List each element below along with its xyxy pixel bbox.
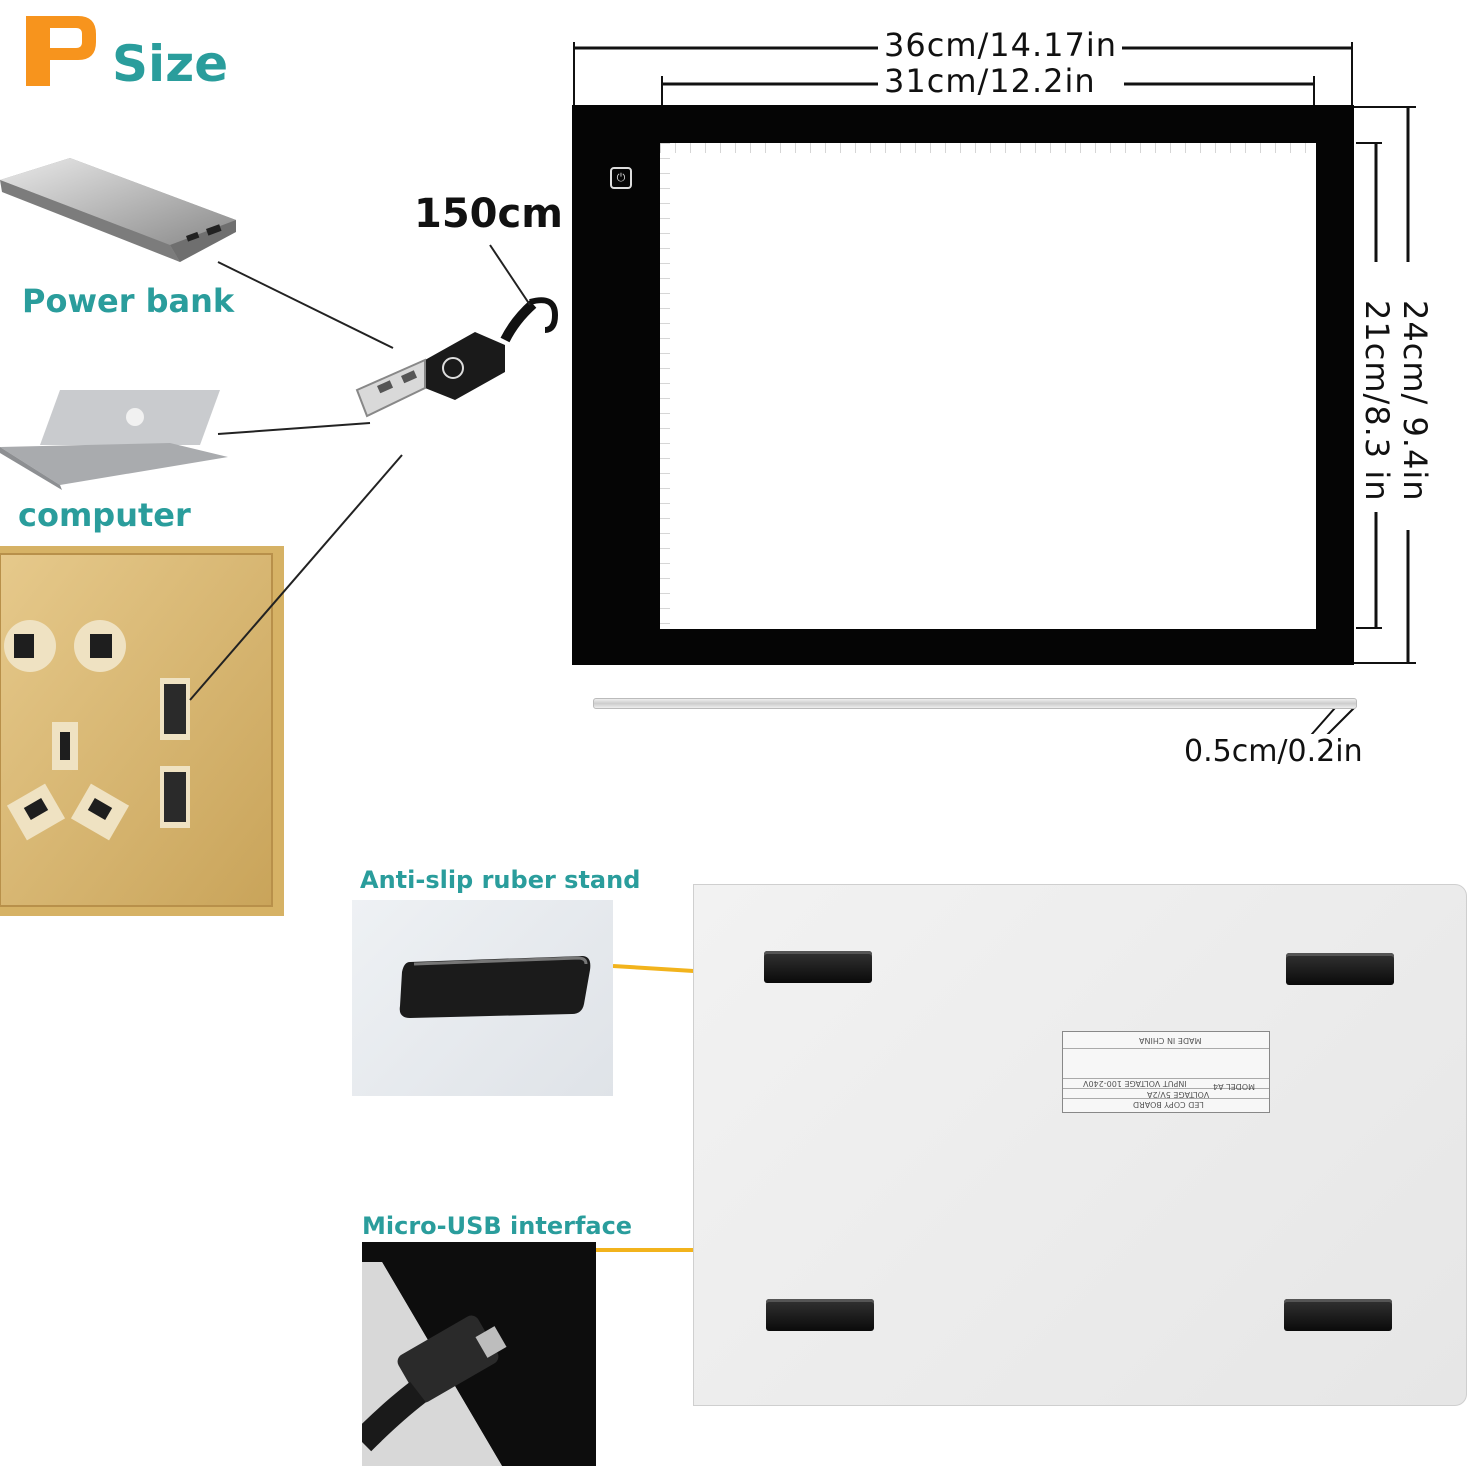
power-bank-icon — [0, 158, 236, 262]
spec-voltage: VOLTAGE 5V/2A — [1147, 1090, 1210, 1099]
usb-callout-label: Micro-USB interface — [362, 1212, 633, 1240]
inner-height-label: 21cm/8.3 in — [1354, 300, 1400, 502]
rubber-foot-icon — [399, 956, 591, 1018]
rubber-foot — [764, 951, 872, 983]
page-title: Size — [112, 35, 229, 93]
light-pad-side-profile — [593, 698, 1357, 709]
thickness-label: 0.5cm/0.2in — [1180, 734, 1367, 769]
spec-product: LED COPY BOARD — [1133, 1100, 1204, 1109]
rubber-foot — [766, 1299, 874, 1331]
light-pad-front: ⏻ — [572, 105, 1354, 665]
micro-usb-plug-icon — [362, 1242, 596, 1466]
usb-cable-icon — [355, 297, 559, 418]
ruler-left — [660, 143, 670, 629]
spec-made-in: MADE IN CHINA — [1139, 1036, 1202, 1045]
cable-length-label: 150cm — [414, 191, 563, 237]
rubber-foot — [1286, 953, 1394, 985]
brand-logo-icon — [26, 16, 96, 86]
light-pad-back: MADE IN CHINA MODEL A4 INPUT VOLTAGE 100… — [693, 884, 1467, 1406]
wall-outlet-icon — [0, 546, 284, 916]
rubber-stand-photo — [352, 900, 613, 1096]
power-button-icon[interactable]: ⏻ — [610, 167, 632, 189]
spec-label: MADE IN CHINA MODEL A4 INPUT VOLTAGE 100… — [1062, 1031, 1270, 1113]
rubber-foot — [1284, 1299, 1392, 1331]
ruler-top — [660, 143, 1316, 153]
inner-width-label: 31cm/12.2in — [880, 62, 1100, 100]
laptop-icon — [0, 390, 228, 490]
micro-usb-photo — [362, 1242, 596, 1466]
light-pad-screen — [660, 143, 1316, 629]
spec-model: MODEL A4 — [1213, 1082, 1255, 1091]
stand-callout-label: Anti-slip ruber stand — [360, 866, 641, 894]
power-bank-label: Power bank — [22, 282, 235, 320]
computer-label: computer — [18, 496, 191, 534]
spec-input: INPUT VOLTAGE 100-240V — [1083, 1079, 1187, 1088]
outer-width-label: 36cm/14.17in — [880, 26, 1122, 64]
